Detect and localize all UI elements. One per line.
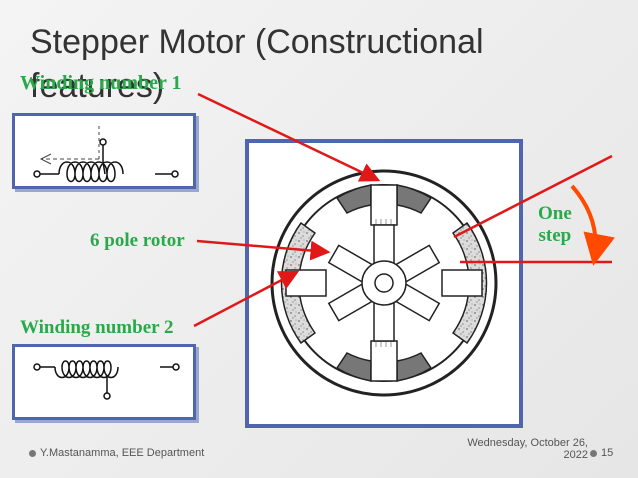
- footer-page-number: 15: [590, 447, 613, 459]
- slide-title: Stepper Motor (Constructional features): [30, 20, 590, 108]
- page-number-text: 15: [601, 447, 614, 459]
- bullet-icon: [590, 449, 597, 457]
- winding-2-pointer: [193, 270, 300, 328]
- stepper-motor-cross-section: [270, 169, 498, 397]
- title-line-2: features): [30, 67, 165, 105]
- footer-date-line-1: Wednesday, October 26,: [467, 437, 588, 449]
- winding-1-coil-icon: [33, 126, 179, 183]
- rotor-label: 6 pole rotor: [90, 230, 185, 251]
- one-step-line-2: step: [538, 225, 572, 246]
- footer-date: Wednesday, October 26, 2022: [456, 437, 588, 461]
- winding-2-box: [12, 344, 196, 420]
- winding-2-label: Winding number 2: [20, 317, 174, 338]
- winding-1-box: [12, 113, 196, 189]
- footer-author: Y.Mastanamma, EEE Department: [29, 447, 204, 459]
- title-line-1: Stepper Motor (Constructional: [30, 23, 484, 61]
- one-step-line-1: One: [538, 203, 572, 224]
- rotor-pointer: [196, 239, 331, 261]
- step-line-upper: [453, 154, 613, 239]
- winding-1-pointer: [197, 92, 381, 182]
- motor-diagram-frame: [245, 139, 523, 428]
- bullet-icon: [29, 449, 36, 457]
- footer-author-text: Y.Mastanamma, EEE Department: [40, 447, 205, 459]
- one-step-label: One step: [538, 203, 572, 247]
- winding-1-label: Winding number 1: [20, 72, 182, 94]
- footer-date-line-2: 2022: [563, 449, 588, 461]
- step-rotation-arrow: [570, 184, 615, 266]
- winding-2-coil-icon: [33, 360, 180, 400]
